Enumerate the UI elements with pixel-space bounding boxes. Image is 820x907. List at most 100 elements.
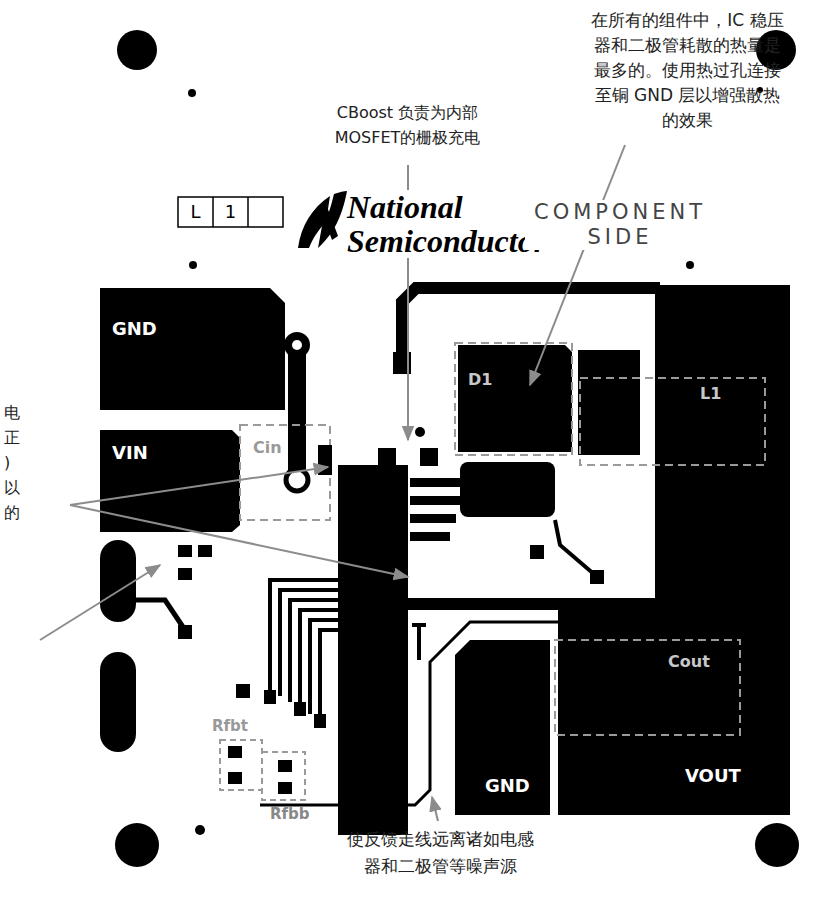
oval-pad <box>100 652 136 752</box>
oval-pad <box>100 540 136 622</box>
net-label: VOUT <box>685 765 741 787</box>
logo-stroke <box>318 191 347 248</box>
component-outline <box>580 378 765 465</box>
smd-pad <box>228 746 242 758</box>
label-slot: COMPONENT SIDE <box>525 200 715 250</box>
switch-pad <box>460 462 555 517</box>
inductor-pad <box>578 350 640 455</box>
trace <box>410 532 450 541</box>
mounting-hole <box>115 823 159 867</box>
part-name: Cout <box>668 652 710 672</box>
ic-pin-traces <box>270 580 338 720</box>
callout-note: CBoost 负责为内部 MOSFET的栅极充电 <box>320 100 495 150</box>
fiducial-dot <box>686 261 694 269</box>
label-slot: National <box>347 190 463 224</box>
label-slot: L1 <box>700 384 721 404</box>
gnd-pad <box>455 640 550 815</box>
label-slot: Rfbt <box>212 717 248 736</box>
layer-mark: L <box>178 197 213 227</box>
component-outline <box>455 343 572 455</box>
label-slot: Cout <box>668 652 710 672</box>
trace <box>310 620 338 714</box>
label-slot: Semiconductor <box>347 224 546 258</box>
trace <box>410 496 460 505</box>
layer-mark: 1 <box>213 197 248 227</box>
leader-line <box>40 565 160 640</box>
layer-box <box>178 197 283 227</box>
fiducial-dot <box>189 261 197 269</box>
fiducial-dot <box>188 89 196 97</box>
label-slot: 1 <box>213 197 248 227</box>
trace <box>290 600 338 702</box>
label-slot: D1 <box>468 370 492 390</box>
part-name: D1 <box>468 370 492 390</box>
label-slot: VIN <box>112 442 148 464</box>
leader-line <box>432 797 438 821</box>
label-slot: Rfbb <box>270 805 310 824</box>
leader-line <box>70 505 408 577</box>
leader-line <box>530 145 625 385</box>
label-slot: Cin <box>253 438 282 458</box>
label-slot: CBoost 负责为内部 MOSFET的栅极充电 <box>320 100 495 150</box>
ic-pad <box>338 465 408 835</box>
net-label: GND <box>485 775 530 797</box>
callout-note: 使反馈走线远离诸如电感 器和二极管等噪声源 <box>340 826 540 880</box>
trace <box>136 600 185 630</box>
fiducial-dot <box>195 825 205 835</box>
label-slot: VOUT <box>685 765 741 787</box>
logo-text: Semiconductor <box>347 224 546 258</box>
diode-pad <box>458 345 572 452</box>
smd-pad <box>236 684 250 698</box>
trace <box>555 520 595 575</box>
part-name: Rfbb <box>270 805 310 824</box>
label-slot: 在所有的组件中，IC 稳压 器和二极管耗散的热量是 最多的。使用热过孔连接 至铜… <box>575 8 800 133</box>
logo-mark <box>298 191 347 248</box>
trace <box>410 478 460 487</box>
smd-pad <box>278 782 292 794</box>
smd-pad <box>278 760 292 772</box>
trace <box>405 598 560 610</box>
gnd-pad <box>100 288 285 410</box>
component-outline <box>555 640 740 735</box>
via-hole <box>292 340 302 350</box>
trace <box>412 625 426 660</box>
smd-pad <box>530 545 544 559</box>
smd-pad <box>318 445 332 475</box>
smd-pad <box>198 545 212 557</box>
label-slot: GND <box>112 318 157 340</box>
label-slot: 使反馈走线远离诸如电感 器和二极管等噪声源 <box>340 826 540 880</box>
callout-note: 在所有的组件中，IC 稳压 器和二极管耗散的热量是 最多的。使用热过孔连接 至铜… <box>575 8 800 133</box>
layer-box-divider <box>212 197 214 227</box>
mounting-hole <box>117 30 157 70</box>
part-name: L1 <box>700 384 721 404</box>
trace <box>288 345 306 475</box>
net-label: VIN <box>112 442 148 464</box>
component-outline <box>220 740 262 790</box>
smd-pad <box>420 448 438 466</box>
label-slot: GND <box>485 775 530 797</box>
net-label: GND <box>112 318 157 340</box>
smd-pad <box>178 545 192 557</box>
logo-text: National <box>347 190 463 224</box>
trace <box>320 630 338 720</box>
label-slot: 电 正 ) 以 的 <box>4 400 20 525</box>
leader-line <box>70 467 328 505</box>
part-name: Cin <box>253 438 282 458</box>
smd-pad <box>178 568 192 580</box>
trace <box>410 514 456 523</box>
smd-pad <box>294 702 306 716</box>
mounting-hole <box>755 823 799 867</box>
via <box>415 427 425 437</box>
smd-pad <box>228 772 242 784</box>
label-slot: L <box>178 197 213 227</box>
logo-stroke <box>322 204 338 240</box>
smd-pad <box>590 570 604 584</box>
layer-box-divider <box>247 197 249 227</box>
smd-pad <box>314 714 326 728</box>
smd-pad <box>378 448 396 466</box>
feedback-trace <box>260 622 560 805</box>
callout-note-fragment: 电 正 ) 以 的 <box>4 400 20 525</box>
board-side-label: COMPONENT SIDE <box>525 200 715 250</box>
component-outline <box>262 752 305 800</box>
